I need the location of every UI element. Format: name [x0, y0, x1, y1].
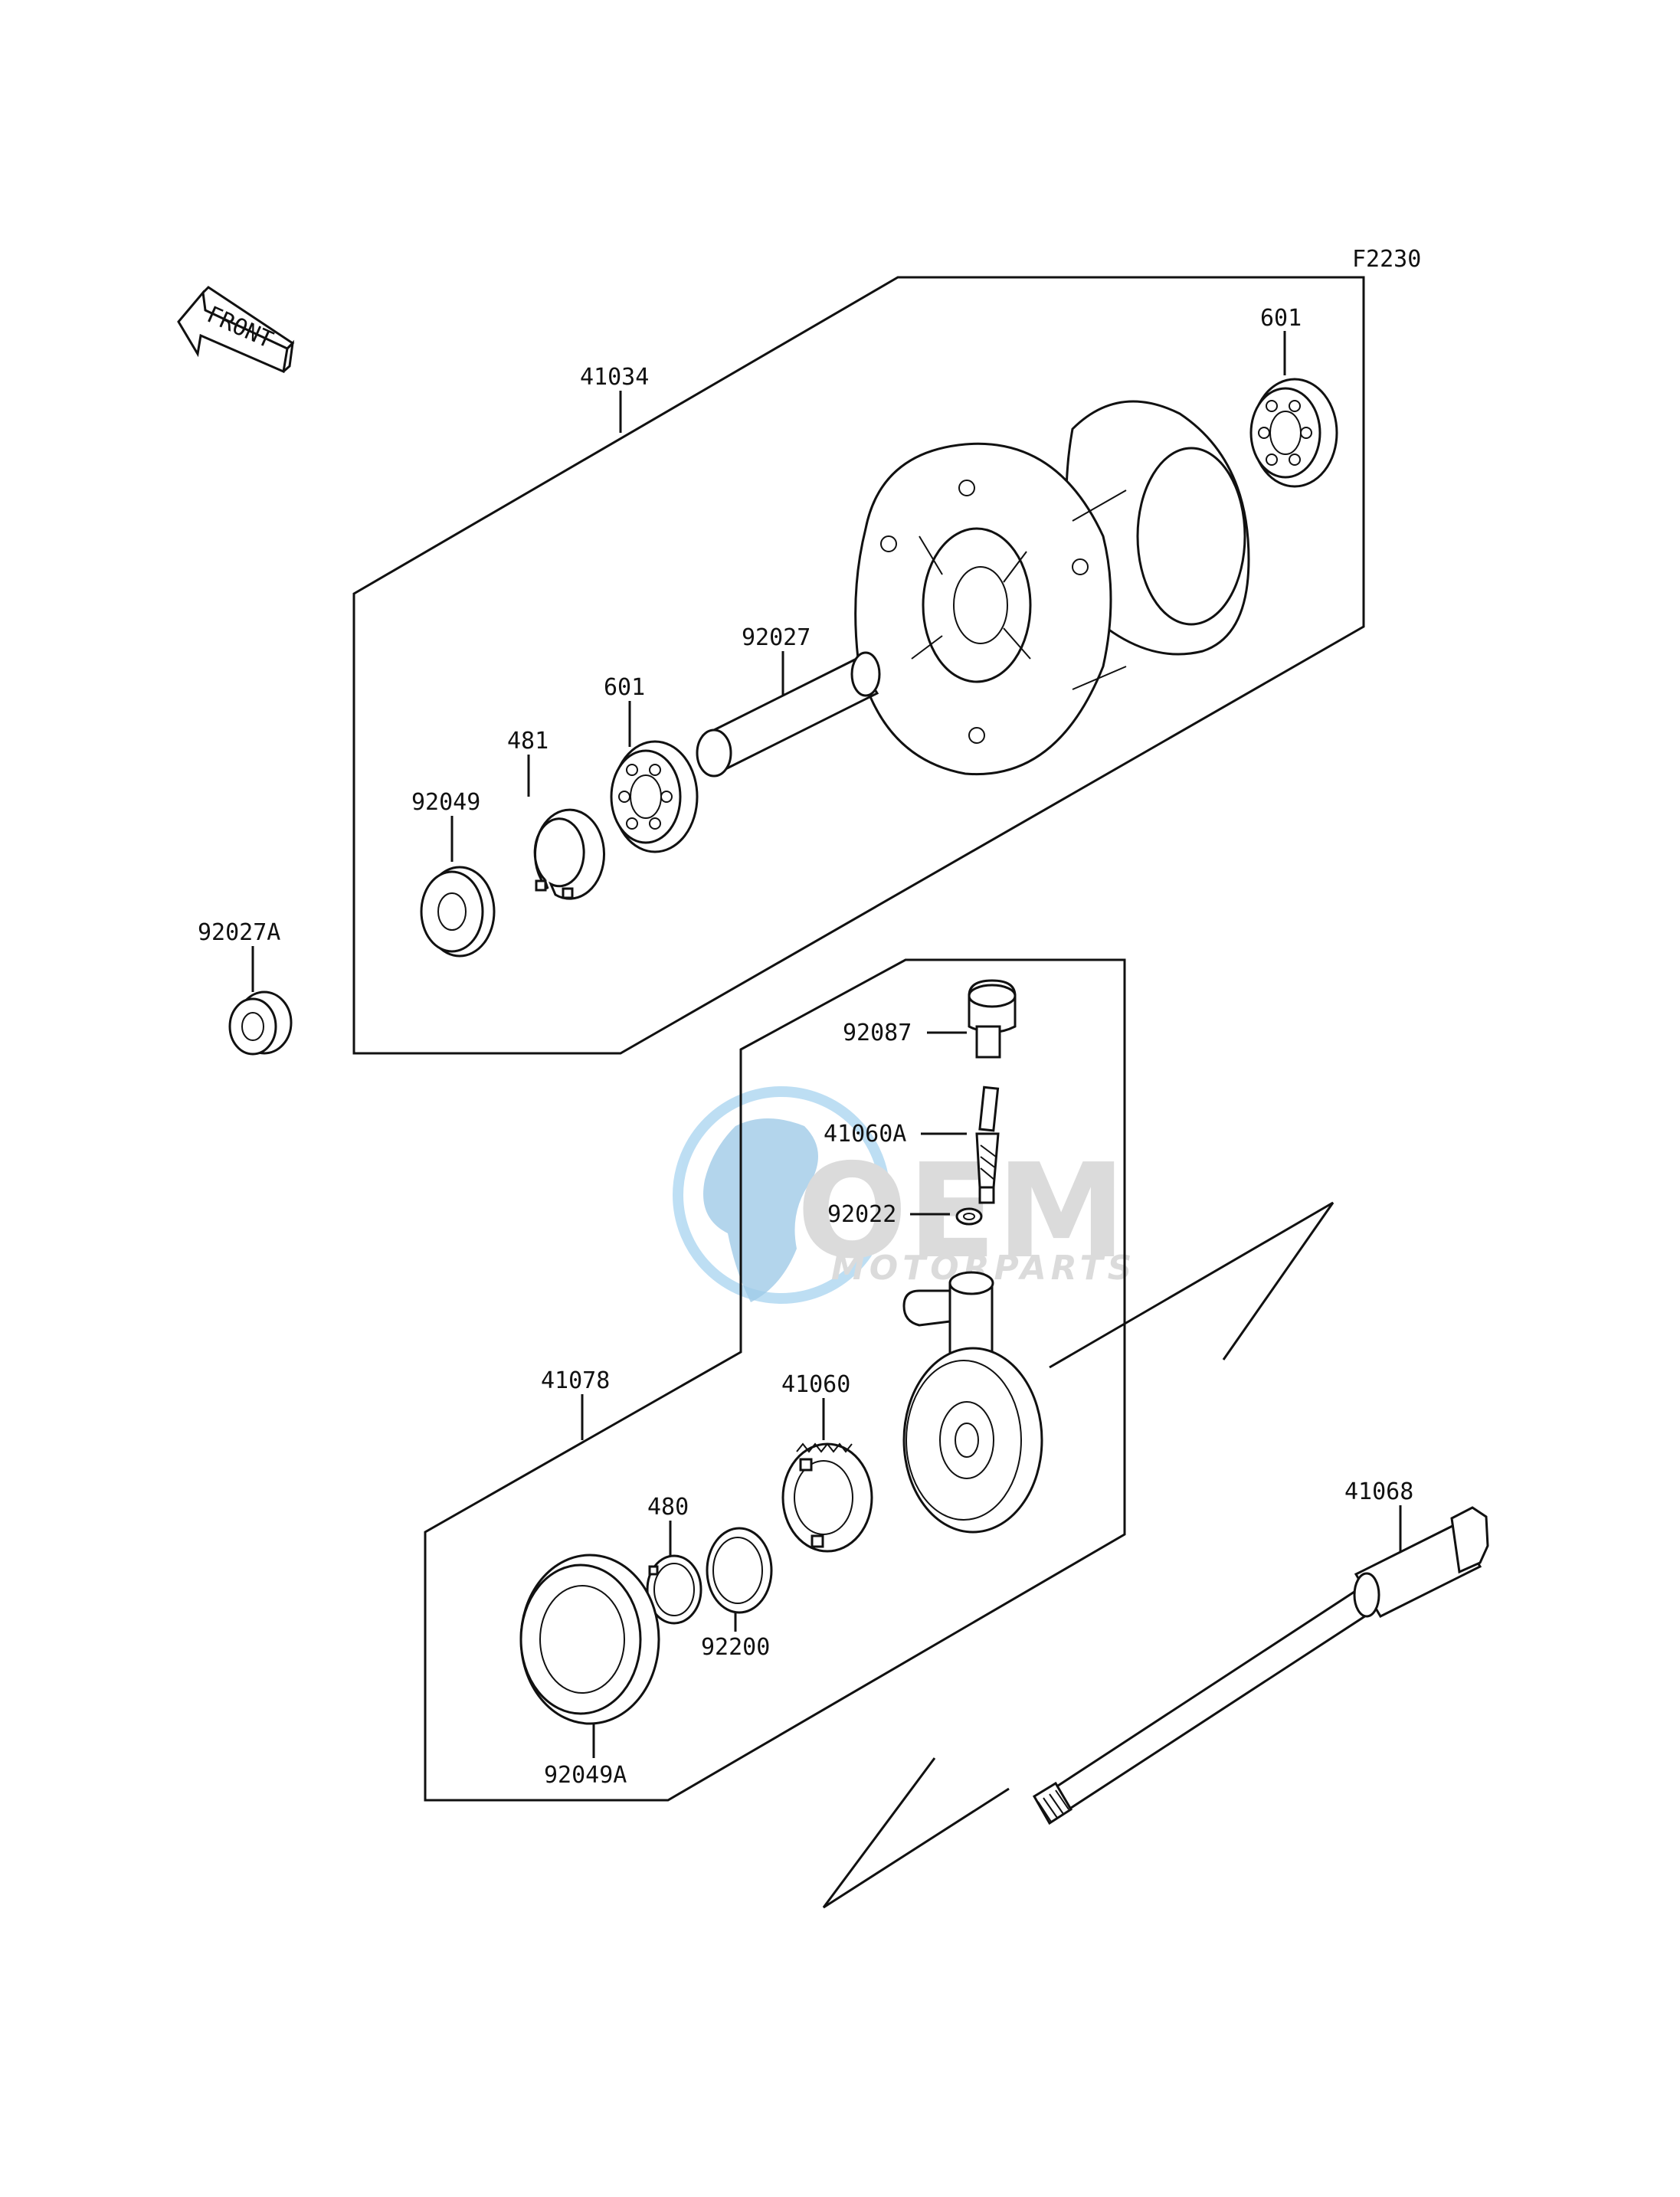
callout-41034: 41034 — [580, 364, 649, 391]
seal-92049 — [420, 866, 496, 958]
axle-break-upper — [1049, 1201, 1335, 1369]
callout-92049: 92049 — [411, 789, 480, 816]
callout-92027: 92027 — [742, 624, 811, 651]
callout-92027A: 92027A — [198, 919, 280, 946]
pinion-41060A — [975, 1085, 1000, 1204]
circlip-480 — [646, 1554, 702, 1625]
watermark: OEM MOTORPARTS — [673, 1086, 1131, 1304]
callout-92049A: 92049A — [544, 1762, 627, 1789]
bearing-601-left — [610, 740, 699, 853]
callout-481: 481 — [507, 728, 549, 755]
callout-41078: 41078 — [541, 1367, 610, 1394]
circlip-481 — [533, 808, 605, 900]
callout-601-right: 601 — [1260, 305, 1302, 332]
collar-92027A — [228, 990, 293, 1056]
callout-92087: 92087 — [843, 1020, 912, 1046]
washer-92022 — [955, 1207, 983, 1226]
seal-92049A — [519, 1554, 660, 1725]
washer-92200 — [706, 1527, 773, 1614]
hub-group-outline — [352, 276, 1365, 1055]
collar-92027 — [696, 651, 881, 778]
callout-601-left: 601 — [604, 674, 645, 701]
plug-92087 — [968, 979, 1017, 1059]
front-arrow: FRONT — [177, 286, 295, 374]
callout-92200: 92200 — [701, 1634, 770, 1661]
bearing-601-right — [1249, 378, 1338, 488]
watermark-continents — [703, 1118, 818, 1302]
speedometer-group-outline — [424, 958, 1126, 1802]
callout-41060: 41060 — [781, 1371, 850, 1398]
callout-41060A: 41060A — [824, 1121, 906, 1148]
axle-break-lower — [822, 1757, 1010, 1909]
gear-41060 — [781, 1442, 873, 1553]
callout-92022: 92022 — [827, 1201, 896, 1228]
axle-41068 — [1032, 1506, 1489, 1825]
front-hub — [854, 400, 1250, 776]
callout-480: 480 — [647, 1494, 689, 1521]
diagram-code: F2230 — [1352, 246, 1421, 273]
speedometer-gear-housing — [902, 1271, 1043, 1534]
callout-41068: 41068 — [1344, 1478, 1413, 1505]
watermark-globe — [673, 1086, 890, 1304]
callout-labels: 41034 601 92027 601 481 92049 92027A 920… — [198, 305, 1413, 1789]
